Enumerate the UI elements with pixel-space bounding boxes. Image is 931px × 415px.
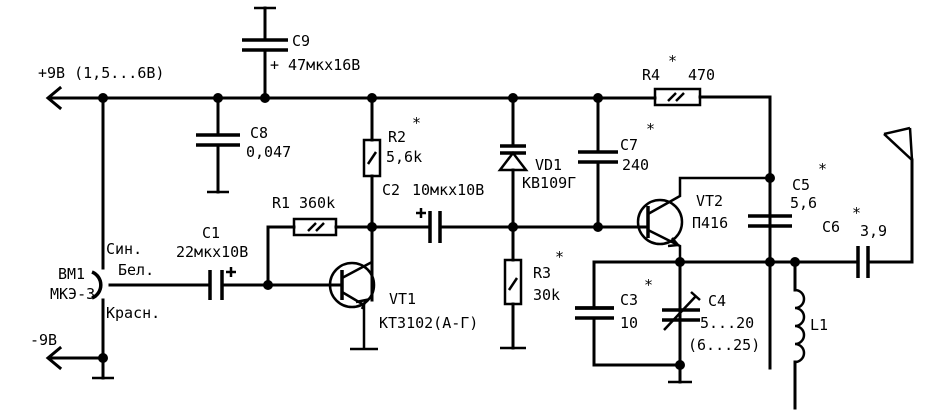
c7-value: 240 bbox=[622, 156, 649, 174]
r1-value: 360k bbox=[299, 194, 335, 212]
c2-value: 10мкх10В bbox=[412, 181, 484, 199]
resistor-r4 bbox=[653, 87, 702, 107]
vt2-ref: VT2 bbox=[696, 192, 723, 210]
c1-ref: С1 bbox=[202, 224, 220, 242]
mic-wire-red: Красн. bbox=[106, 304, 160, 322]
negative-rail bbox=[45, 96, 114, 380]
c6-star: * bbox=[852, 204, 861, 222]
c8-ref: С8 bbox=[250, 124, 268, 142]
r2-ref: R2 bbox=[388, 128, 406, 146]
c5-star: * bbox=[818, 160, 827, 178]
vd1-type: КВ109Г bbox=[522, 174, 576, 192]
junction-dots bbox=[98, 93, 800, 370]
tank-circuit bbox=[575, 260, 797, 384]
r4-star: * bbox=[668, 52, 677, 70]
mic-type: МКЭ-3 bbox=[50, 285, 95, 303]
capacitor-c8 bbox=[196, 96, 240, 194]
c3-value: 10 bbox=[620, 314, 638, 332]
c8-value: 0,047 bbox=[246, 143, 291, 161]
transistor-vt2 bbox=[598, 176, 770, 262]
r3-star: * bbox=[555, 248, 564, 266]
capacitor-c6 bbox=[793, 158, 914, 278]
c9-value: + 47мкх16В bbox=[270, 56, 360, 74]
vt2-type: П416 bbox=[692, 214, 728, 232]
resistor-r2 bbox=[362, 96, 382, 302]
c4-alt-value: (6...25) bbox=[688, 336, 760, 354]
varicap-vd1 bbox=[497, 96, 529, 262]
resistor-r3 bbox=[500, 258, 526, 350]
c4-ref: С4 bbox=[708, 292, 726, 310]
r3-value: 30k bbox=[533, 286, 560, 304]
capacitor-c9 bbox=[242, 6, 288, 100]
supply-plus-label: +9В (1,5...6В) bbox=[38, 64, 164, 82]
c3-ref: С3 bbox=[620, 291, 638, 309]
r2-star: * bbox=[412, 114, 421, 132]
vt1-ref: VT1 bbox=[389, 290, 416, 308]
mic-wire-white: Бел. bbox=[118, 261, 154, 279]
l1-ref: L1 bbox=[810, 316, 828, 334]
capacitor-c2 bbox=[416, 208, 602, 243]
c5-ref: С5 bbox=[792, 176, 810, 194]
c2-ref: С2 bbox=[382, 181, 400, 199]
microphone-bm1 bbox=[91, 270, 210, 300]
positive-rail bbox=[45, 85, 772, 370]
r1-ref: R1 bbox=[272, 194, 290, 212]
antenna bbox=[883, 126, 914, 161]
r2-value: 5,6k bbox=[386, 148, 422, 166]
transistor-vt1 bbox=[266, 252, 378, 351]
mic-ref: ВМ1 bbox=[58, 265, 85, 283]
capacitor-c7 bbox=[578, 96, 618, 229]
inductor-l1 bbox=[793, 260, 806, 410]
c5-value: 5,6 bbox=[790, 194, 817, 212]
r4-ref: R4 bbox=[642, 66, 660, 84]
resistor-r1 bbox=[266, 217, 432, 287]
r4-value: 470 bbox=[688, 66, 715, 84]
c1-value: 22мкх10В bbox=[176, 243, 248, 261]
mic-wire-blue: Син. bbox=[106, 240, 142, 258]
c4-value: 5...20 bbox=[700, 314, 754, 332]
c7-ref: С7 bbox=[620, 136, 638, 154]
c9-ref: С9 bbox=[292, 32, 310, 50]
c7-star: * bbox=[646, 120, 655, 138]
capacitor-c5 bbox=[748, 214, 792, 228]
capacitor-c1 bbox=[208, 267, 270, 300]
supply-minus-label: -9В bbox=[30, 331, 57, 349]
vd1-ref: VD1 bbox=[535, 156, 562, 174]
c6-value: 3,9 bbox=[860, 222, 887, 240]
trimmer-capacitor-c4 bbox=[662, 291, 701, 331]
c3-star: * bbox=[644, 276, 653, 294]
vt1-type: КТ3102(А-Г) bbox=[379, 314, 478, 332]
c6-ref: С6 bbox=[822, 218, 840, 236]
r3-ref: R3 bbox=[533, 264, 551, 282]
